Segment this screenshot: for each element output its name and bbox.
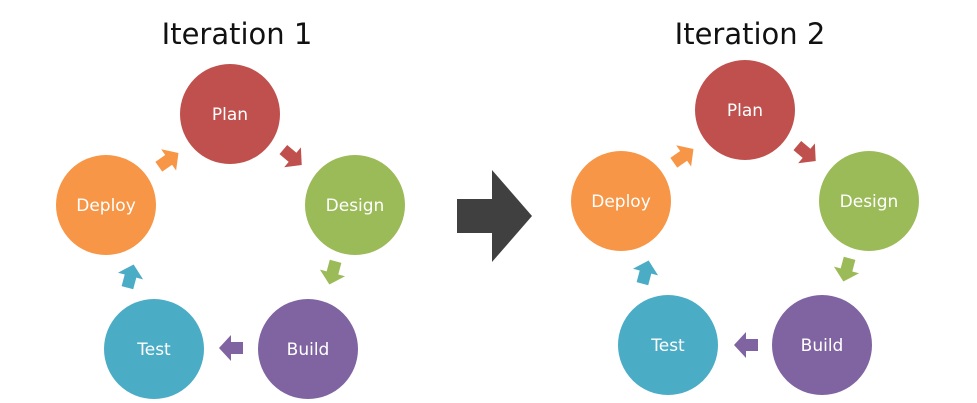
stage-test: Test: [104, 299, 204, 399]
stage-plan: Plan: [695, 60, 795, 160]
stage-plan-circle: [180, 64, 280, 164]
stage-deploy-label: Deploy: [591, 192, 651, 212]
stage-deploy: Deploy: [571, 151, 671, 251]
arrow-deploy-to-plan: [155, 149, 179, 172]
stage-design: Design: [305, 155, 405, 255]
stage-deploy-label: Deploy: [76, 196, 136, 216]
stage-test-circle: [104, 299, 204, 399]
stage-plan-circle: [695, 60, 795, 160]
iteration-2-title: Iteration 2: [675, 17, 826, 51]
stage-test-label: Test: [650, 336, 685, 356]
stage-build-circle: [258, 299, 358, 399]
arrow-design-to-build: [319, 259, 346, 285]
stage-plan-label: Plan: [212, 105, 248, 125]
stage-design-circle: [305, 155, 405, 255]
stage-deploy-circle: [56, 155, 156, 255]
stage-test-circle: [618, 295, 718, 395]
stage-design-circle: [819, 151, 919, 251]
iteration-2-cycle: Iteration 2 Plan Design Build Test Deplo…: [571, 17, 919, 395]
stage-build-label: Build: [287, 340, 330, 360]
stage-plan: Plan: [180, 64, 280, 164]
stage-deploy: Deploy: [56, 155, 156, 255]
stage-design-label: Design: [326, 196, 385, 216]
iteration-transition-arrow: [457, 170, 532, 262]
arrow-plan-to-design: [793, 140, 816, 164]
arrow-design-to-build: [833, 256, 860, 282]
stage-build: Build: [258, 299, 358, 399]
arrow-test-to-deploy: [117, 264, 144, 290]
iteration-1-cycle: Iteration 1 Plan Design Build Test Deplo…: [56, 17, 405, 399]
stage-build: Build: [772, 295, 872, 395]
stage-test-label: Test: [136, 340, 171, 360]
stage-test: Test: [618, 295, 718, 395]
stage-build-circle: [772, 295, 872, 395]
stage-deploy-circle: [571, 151, 671, 251]
stage-design-label: Design: [840, 192, 899, 212]
stage-plan-label: Plan: [727, 101, 763, 121]
stage-build-label: Build: [801, 336, 844, 356]
arrow-deploy-to-plan: [670, 145, 694, 168]
arrow-test-to-deploy: [632, 260, 659, 286]
stage-design: Design: [819, 151, 919, 251]
arrow-build-to-test: [219, 335, 243, 361]
arrow-plan-to-design: [279, 144, 302, 168]
arrow-build-to-test: [734, 332, 758, 358]
iteration-1-title: Iteration 1: [162, 17, 313, 51]
